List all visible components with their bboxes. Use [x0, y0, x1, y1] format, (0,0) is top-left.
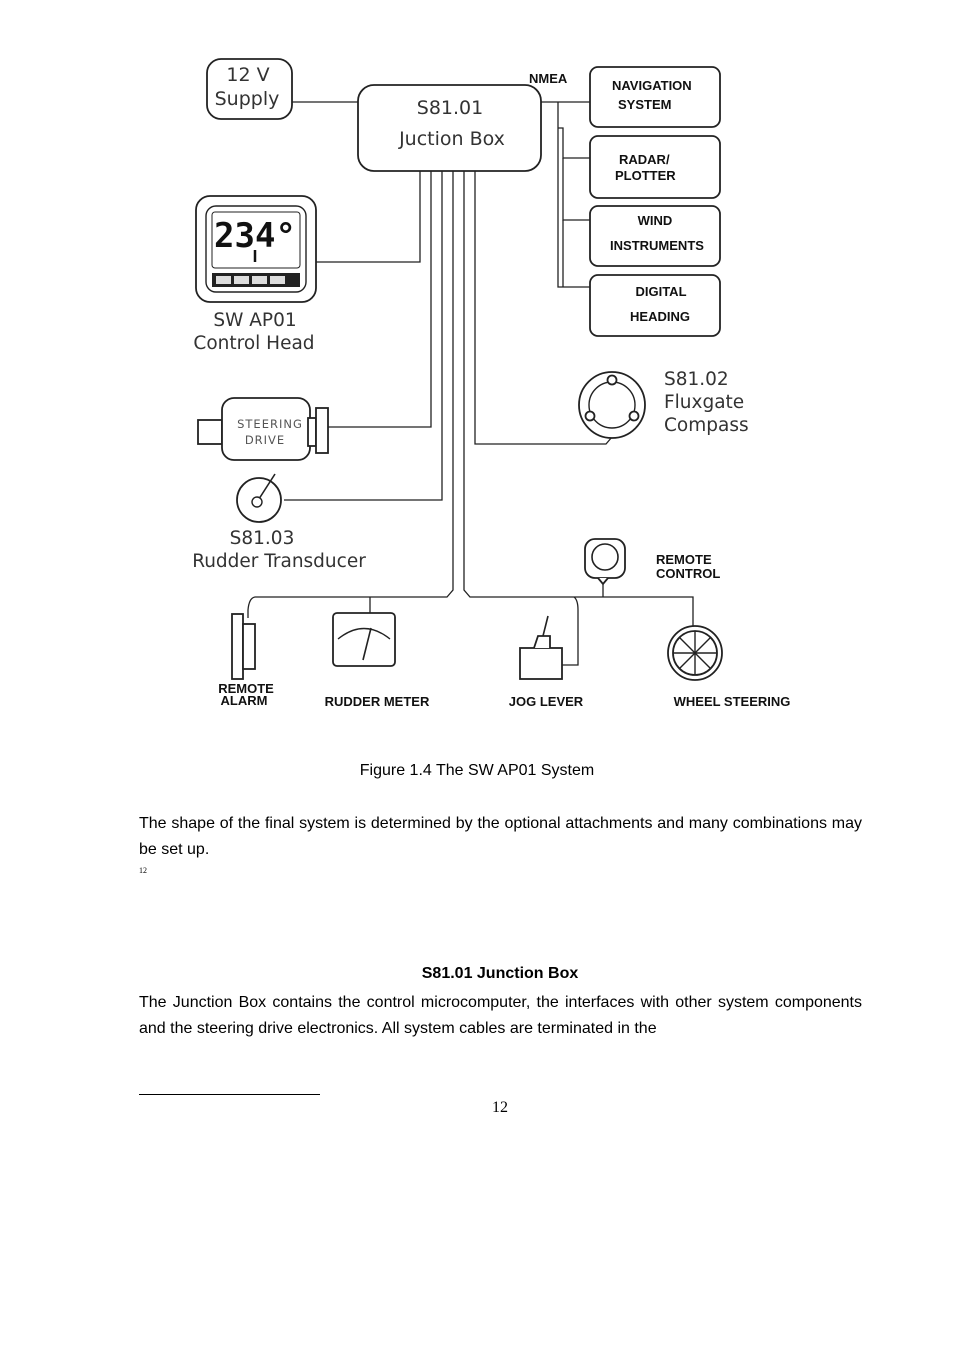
svg-text:12 V: 12 V: [226, 64, 269, 86]
svg-text:NAVIGATION: NAVIGATION: [612, 78, 692, 93]
remote-control: REMOTE CONTROL: [584, 538, 720, 586]
svg-text:RADAR/: RADAR/: [619, 152, 670, 167]
fluxgate-compass: S81.02 Fluxgate Compass: [578, 369, 749, 439]
svg-text:HEADING: HEADING: [630, 309, 690, 324]
remote-alarm: REMOTE ALARM: [218, 613, 274, 708]
wind-instruments-box: WIND INSTRUMENTS: [589, 205, 721, 267]
wiring: [247, 101, 694, 666]
svg-text:WIND: WIND: [638, 213, 673, 228]
svg-text:INSTRUMENTS: INSTRUMENTS: [610, 238, 704, 253]
svg-text:PLOTTER: PLOTTER: [615, 168, 676, 183]
steering-drive: STEERING DRIVE: [197, 397, 329, 461]
svg-text:Compass: Compass: [664, 415, 749, 436]
svg-text:JOG LEVER: JOG LEVER: [509, 694, 584, 709]
system-diagram: 12 V Supply S81.01 Juction Box NMEA NAVI…: [192, 58, 791, 709]
footnote-rule: [139, 1094, 320, 1095]
svg-text:S81.02: S81.02: [664, 369, 729, 390]
rudder-meter: RUDDER METER: [325, 612, 430, 709]
wheel-steering: WHEEL STEERING: [667, 625, 791, 709]
jog-lever: JOG LEVER: [509, 615, 584, 709]
junction-box: S81.01 Juction Box: [357, 84, 542, 172]
svg-text:DRIVE: DRIVE: [245, 433, 285, 447]
svg-text:Rudder Transducer: Rudder Transducer: [192, 551, 366, 572]
control-head: 234° SW AP01 Control Head: [193, 195, 317, 354]
rudder-transducer: S81.03 Rudder Transducer: [192, 473, 366, 572]
section-heading: S81.01 Junction Box: [421, 965, 579, 982]
svg-text:WHEEL STEERING: WHEEL STEERING: [674, 694, 791, 709]
svg-text:Fluxgate: Fluxgate: [664, 392, 744, 413]
navigation-system-box: NAVIGATION SYSTEM: [589, 66, 721, 128]
svg-text:ALARM: ALARM: [221, 693, 268, 708]
junction-box-paragraph: The Junction Box contains the control mi…: [139, 994, 862, 1037]
svg-text:SYSTEM: SYSTEM: [618, 97, 671, 112]
svg-text:Control Head: Control Head: [193, 333, 314, 354]
svg-text:REMOTE: REMOTE: [656, 552, 712, 567]
supply-box: 12 V Supply: [206, 58, 293, 120]
svg-text:DIGITAL: DIGITAL: [635, 284, 686, 299]
svg-text:RUDDER METER: RUDDER METER: [325, 694, 430, 709]
control-head-display: 234°: [214, 216, 296, 256]
svg-text:Juction Box: Juction Box: [398, 128, 505, 150]
radar-plotter-box: RADAR/ PLOTTER: [589, 135, 721, 199]
svg-text:S81.03: S81.03: [230, 528, 295, 549]
svg-text:Supply: Supply: [215, 88, 280, 110]
svg-text:SW AP01: SW AP01: [213, 310, 296, 331]
svg-text:REMOTE: REMOTE: [218, 681, 274, 696]
svg-text:STEERING: STEERING: [237, 417, 303, 431]
page-number: 12: [492, 1099, 508, 1116]
digital-heading-box: DIGITAL HEADING: [589, 274, 721, 337]
svg-text:S81.01: S81.01: [417, 97, 483, 119]
footnote-reference: 12: [139, 866, 147, 875]
nmea-label: NMEA: [529, 71, 568, 86]
figure-caption: Figure 1.4 The SW AP01 System: [359, 762, 595, 779]
svg-text:CONTROL: CONTROL: [656, 566, 720, 581]
intro-paragraph: The shape of the final system is determi…: [139, 815, 862, 858]
